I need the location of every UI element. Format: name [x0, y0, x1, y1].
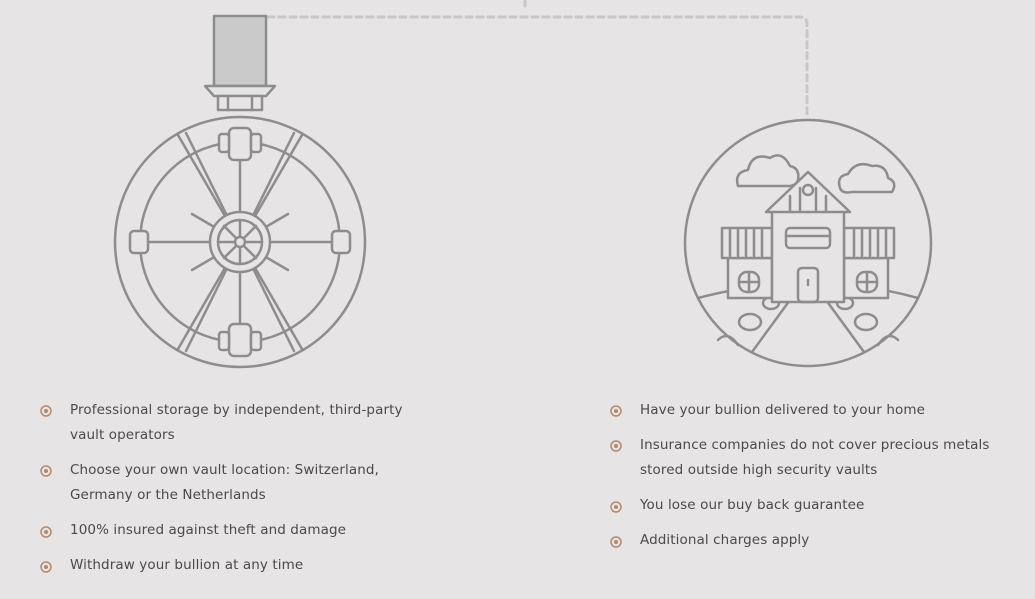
house-icon — [683, 118, 933, 368]
circle-dot-bullet-icon — [610, 536, 622, 548]
dashed-connector — [266, 0, 809, 117]
list-item: Withdraw your bullion at any time — [40, 553, 440, 578]
vault-door-icon — [113, 14, 367, 369]
list-item: You lose our buy back guarantee — [610, 493, 990, 518]
circle-dot-bullet-icon — [40, 405, 52, 417]
circle-dot-bullet-icon — [610, 405, 622, 417]
list-item: Choose your own vault location: Switzerl… — [40, 458, 440, 508]
circle-dot-bullet-icon — [40, 526, 52, 538]
list-item-text: Professional storage by independent, thi… — [70, 402, 403, 443]
vault-benefits-list: Professional storage by independent, thi… — [40, 398, 440, 588]
circle-dot-bullet-icon — [610, 501, 622, 513]
bullet-icons — [40, 405, 622, 573]
home-delivery-list: Have your bullion delivered to your home… — [610, 398, 990, 563]
circle-dot-bullet-icon — [40, 465, 52, 477]
list-item: Professional storage by independent, thi… — [40, 398, 440, 448]
list-item: Additional charges apply — [610, 528, 990, 553]
list-item: 100% insured against theft and damage — [40, 518, 440, 543]
list-item: Insurance companies do not cover preciou… — [610, 433, 990, 483]
list-item-text: Have your bullion delivered to your home — [640, 402, 925, 418]
list-item: Have your bullion delivered to your home — [610, 398, 990, 423]
list-item-text: Insurance companies do not cover preciou… — [640, 437, 990, 478]
list-item-text: Choose your own vault location: Switzerl… — [70, 462, 379, 503]
list-item-text: You lose our buy back guarantee — [640, 497, 865, 513]
circle-dot-bullet-icon — [40, 561, 52, 573]
list-item-text: Additional charges apply — [640, 532, 810, 548]
list-item-text: 100% insured against theft and damage — [70, 522, 347, 538]
list-item-text: Withdraw your bullion at any time — [70, 557, 304, 573]
circle-dot-bullet-icon — [610, 440, 622, 452]
